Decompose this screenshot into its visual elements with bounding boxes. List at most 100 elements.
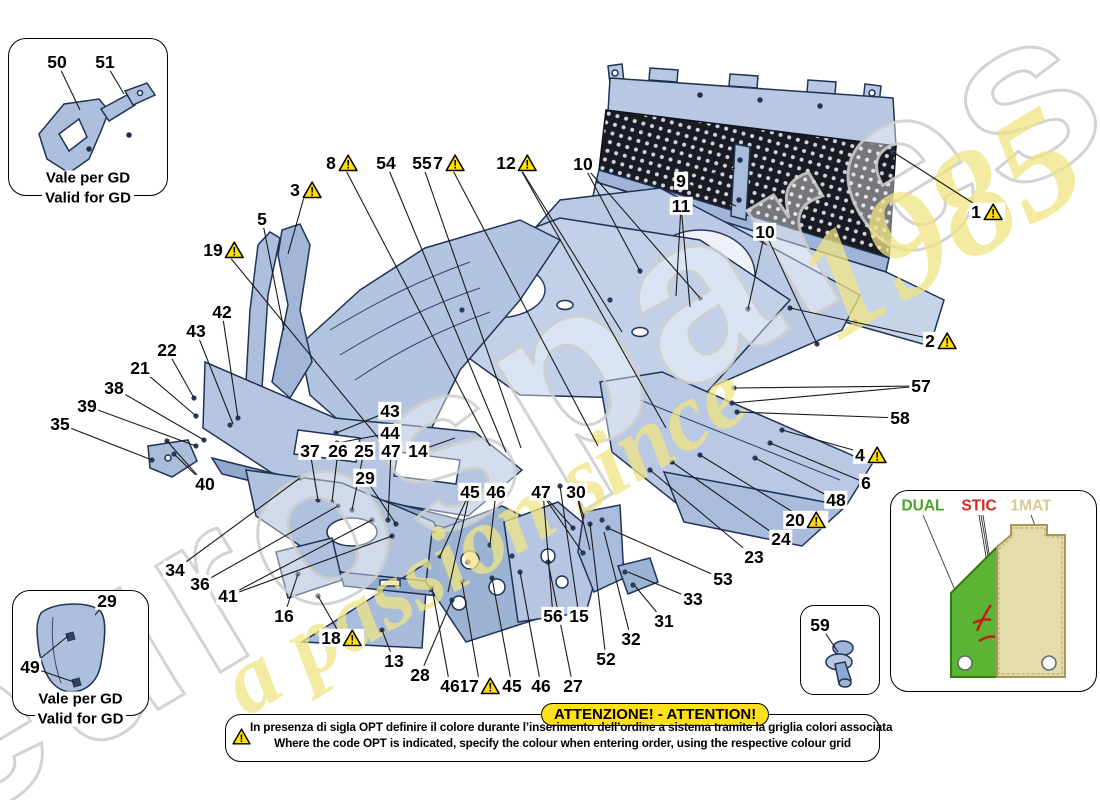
callout-51[interactable]: 51 [93, 52, 117, 71]
callout-17[interactable]: 17! [457, 675, 503, 696]
callout-24[interactable]: 24 [769, 529, 793, 548]
part-number: 36 [190, 573, 210, 594]
callout-13[interactable]: 13 [382, 651, 406, 670]
callout-53[interactable]: 53 [711, 569, 735, 588]
part-number: 29 [97, 590, 117, 611]
callout-7[interactable]: 7! [431, 152, 467, 173]
callout-12[interactable]: 12! [494, 152, 540, 173]
callout-45[interactable]: 45 [500, 675, 524, 696]
callout-34[interactable]: 34 [163, 559, 187, 580]
floor-mat-drawing [922, 514, 1066, 678]
part-number: 40 [195, 473, 215, 494]
warning-icon: ! [867, 446, 887, 464]
callout-43[interactable]: 43 [184, 321, 208, 340]
part-number: 44 [380, 422, 400, 443]
part-number: 30 [566, 481, 586, 502]
callout-48[interactable]: 48 [824, 490, 848, 509]
attention-title: ATTENZIONE! - ATTENTION! [541, 703, 770, 726]
callout-57[interactable]: 57 [909, 376, 933, 395]
callout-6[interactable]: 6 [859, 473, 873, 492]
callout-38[interactable]: 38 [102, 378, 126, 397]
callout-43[interactable]: 43 [378, 400, 402, 421]
callout-15[interactable]: 15 [567, 606, 591, 625]
part-number: 22 [157, 339, 177, 360]
part-number: 43 [380, 400, 400, 421]
callout-2[interactable]: 2! [923, 330, 959, 351]
part-number: 5 [257, 208, 267, 229]
part-number: 7 [433, 152, 443, 173]
svg-text:!: ! [991, 209, 995, 221]
callout-19[interactable]: 19! [201, 240, 247, 259]
callout-32[interactable]: 32 [619, 629, 643, 648]
part-number: 45 [502, 675, 522, 696]
svg-text:!: ! [453, 160, 457, 172]
callout-49[interactable]: 49 [18, 657, 42, 676]
svg-text:!: ! [310, 187, 314, 199]
svg-text:!: ! [489, 683, 493, 695]
luggage-net-panel [589, 63, 945, 347]
callout-56[interactable]: 56 [541, 606, 565, 625]
part-number: 17 [459, 675, 479, 696]
part-number: 45 [460, 481, 480, 502]
attention-line-en: Where the code OPT is indicated, specify… [274, 735, 851, 750]
part-number: 11 [671, 195, 691, 216]
callout-52[interactable]: 52 [594, 649, 618, 668]
callout-36[interactable]: 36 [188, 573, 212, 594]
callout-21[interactable]: 21 [128, 358, 152, 377]
callout-29[interactable]: 29 [353, 468, 377, 487]
part-number: 55 [412, 152, 432, 173]
callout-3[interactable]: 3! [288, 179, 324, 200]
callout-31[interactable]: 31 [652, 611, 676, 630]
callout-54[interactable]: 54 [374, 153, 398, 172]
callout-50[interactable]: 50 [45, 52, 69, 71]
callout-44[interactable]: 44 [378, 422, 402, 443]
part-number: 14 [408, 440, 428, 461]
callout-30[interactable]: 30 [564, 481, 588, 502]
callout-9[interactable]: 9 [674, 171, 688, 190]
callout-29[interactable]: 29 [95, 590, 119, 611]
callout-47[interactable]: 47 [379, 441, 403, 460]
callout-45[interactable]: 45 [458, 481, 482, 502]
callout-26[interactable]: 26 [326, 441, 350, 460]
callout-46[interactable]: 46 [484, 481, 508, 502]
callout-42[interactable]: 42 [210, 302, 234, 321]
callout-8[interactable]: 8! [324, 153, 360, 172]
callout-5[interactable]: 5 [255, 208, 269, 229]
callout-33[interactable]: 33 [681, 589, 705, 608]
part-number: 47 [531, 481, 551, 502]
callout-39[interactable]: 39 [75, 396, 99, 415]
callout-37[interactable]: 37 [298, 441, 322, 460]
callout-25[interactable]: 25 [352, 441, 376, 460]
warning-icon: ! [937, 332, 957, 350]
callout-14[interactable]: 14 [406, 440, 430, 461]
svg-text:!: ! [233, 247, 237, 259]
callout-59[interactable]: 59 [808, 615, 832, 634]
callout-16[interactable]: 16 [272, 606, 296, 625]
part-number: 2 [925, 330, 935, 351]
callout-20[interactable]: 20! [783, 510, 829, 529]
callout-10[interactable]: 10 [753, 222, 777, 241]
callout-1[interactable]: 1! [969, 202, 1005, 221]
part-number: 34 [165, 559, 185, 580]
callout-4[interactable]: 4! [853, 445, 889, 464]
callout-47[interactable]: 47 [529, 481, 553, 502]
callout-41[interactable]: 41 [216, 586, 240, 605]
callout-11[interactable]: 11 [669, 195, 693, 216]
callout-27[interactable]: 27 [561, 676, 585, 695]
callout-40[interactable]: 40 [193, 473, 217, 494]
callout-23[interactable]: 23 [742, 547, 766, 566]
part-number: 46 [486, 481, 506, 502]
svg-text:!: ! [526, 160, 530, 172]
part-number: 12 [496, 152, 516, 173]
part-number: 46 [531, 675, 551, 696]
callout-10[interactable]: 10 [571, 154, 595, 173]
warning-icon: ! [225, 241, 245, 259]
callout-18[interactable]: 18! [319, 628, 365, 647]
part-number: 3 [290, 179, 300, 200]
callout-22[interactable]: 22 [155, 339, 179, 360]
callout-35[interactable]: 35 [48, 414, 72, 433]
callout-58[interactable]: 58 [888, 408, 912, 427]
callout-46[interactable]: 46 [529, 675, 553, 696]
callout-46[interactable]: 46 [438, 676, 462, 695]
callout-28[interactable]: 28 [408, 665, 432, 684]
